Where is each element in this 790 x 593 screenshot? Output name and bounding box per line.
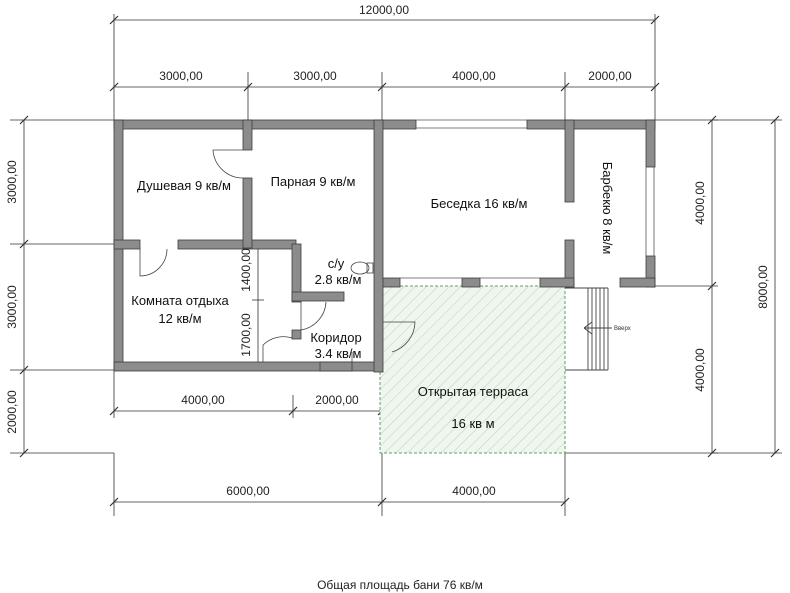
room-wc-area: 2.8 кв/м	[315, 272, 362, 287]
room-gazebo-label: Беседка 16 кв/м	[431, 196, 528, 211]
room-bbq-label: Барбекю 8 кв/м	[600, 162, 615, 255]
dim-right-total: 8000,00	[756, 265, 770, 309]
walls	[113, 119, 656, 373]
room-steam-label: Парная 9 кв/м	[271, 174, 356, 189]
dim-top-2: 3000,00	[293, 69, 337, 83]
dim-left-2: 3000,00	[5, 285, 19, 329]
dim-top-3: 4000,00	[452, 69, 496, 83]
room-shower-label: Душевая 9 кв/м	[137, 178, 231, 193]
terrace-hatch	[379, 285, 566, 454]
dim-bottom-inner-2: 2000,00	[315, 393, 359, 407]
dim-right-2: 4000,00	[693, 348, 707, 392]
dim-total-width: 12000,00	[359, 3, 409, 17]
openings	[400, 119, 655, 279]
dim-right-1: 4000,00	[693, 181, 707, 225]
dim-interior-1: 1400,00	[239, 248, 253, 292]
stairs	[565, 287, 612, 371]
room-rest-name: Комната отдыха	[131, 293, 229, 308]
dim-left-1: 3000,00	[5, 160, 19, 204]
dim-bottom-outer-2: 4000,00	[452, 484, 496, 498]
dim-top-4: 2000,00	[588, 69, 632, 83]
room-wc-name: с/у	[328, 256, 345, 271]
door-swings	[139, 149, 416, 362]
total-area-caption: Общая площадь бани 76 кв/м	[317, 578, 483, 592]
room-terrace-area: 16 кв м	[451, 416, 494, 431]
room-rest-area: 12 кв/м	[158, 311, 201, 326]
room-corridor-name: Коридор	[310, 330, 361, 345]
dim-top-1: 3000,00	[159, 69, 203, 83]
stairs-up-label: Вверх	[614, 326, 631, 332]
dim-interior-2: 1700,00	[239, 313, 253, 357]
dim-bottom-inner-1: 4000,00	[181, 393, 225, 407]
dim-bottom-outer-1: 6000,00	[226, 484, 270, 498]
room-corridor-area: 3.4 кв/м	[315, 346, 362, 361]
room-terrace-name: Открытая терраса	[418, 384, 529, 399]
toilet-fixture	[350, 261, 374, 275]
dim-left-3: 2000,00	[5, 390, 19, 434]
